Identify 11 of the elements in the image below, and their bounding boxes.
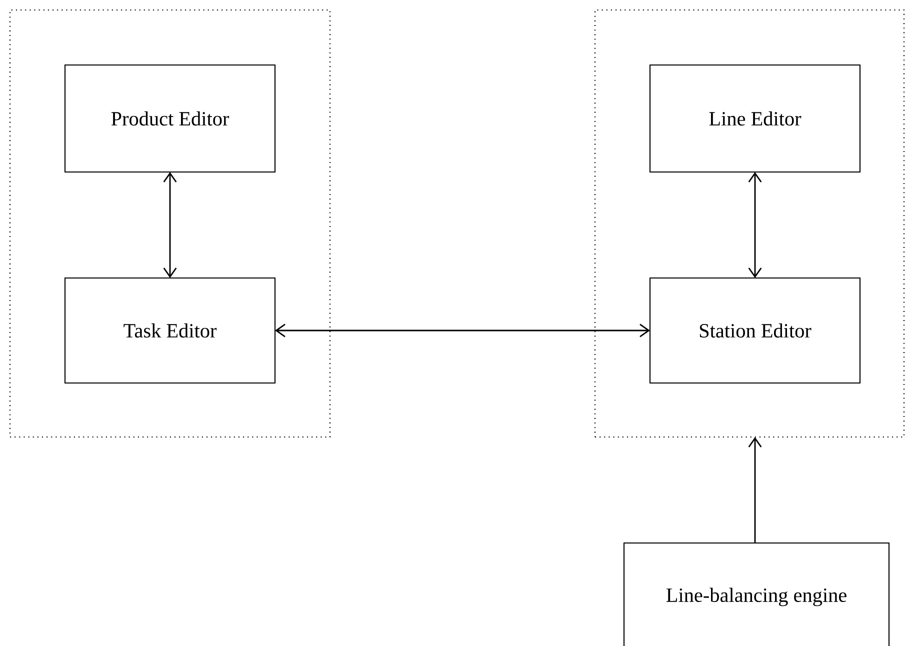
process-box: Station Editor xyxy=(649,277,861,384)
process-box: Line-balancing engine xyxy=(623,542,890,646)
arrow xyxy=(748,172,762,278)
dotted-group-box xyxy=(9,9,331,438)
arrow xyxy=(748,437,762,543)
process-box: Line Editor xyxy=(649,64,861,173)
process-box: Task Editor xyxy=(64,277,276,384)
dotted-group-box xyxy=(594,9,905,438)
process-box: Product Editor xyxy=(64,64,276,173)
arrow xyxy=(163,172,177,278)
arrow xyxy=(275,324,650,338)
